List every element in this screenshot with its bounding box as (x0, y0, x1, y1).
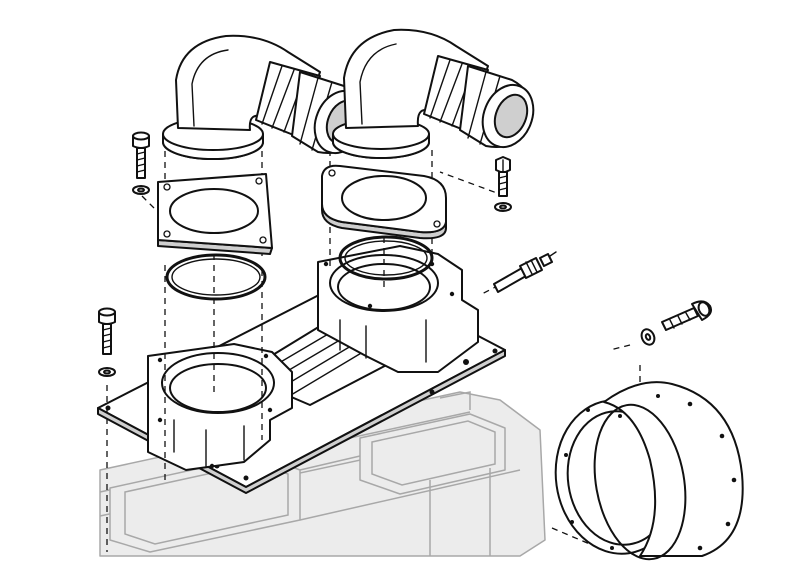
oval-flange-plate (321, 164, 447, 240)
o-ring-right (338, 235, 434, 281)
washer (132, 185, 150, 195)
intake-elbow-right (332, 28, 535, 159)
washer-right (494, 202, 512, 212)
washer-housing (640, 328, 656, 346)
socket-head-bolt-left-top (132, 131, 150, 179)
socket-head-bolt-housing (661, 300, 712, 331)
temperature-sensor (493, 251, 557, 293)
ghost-valve-cover-right (359, 413, 506, 495)
hex-bolt-right (495, 156, 511, 197)
cylindrical-housing (593, 381, 744, 561)
o-ring-left (165, 253, 267, 301)
washer-left-bottom (98, 367, 116, 377)
socket-head-bolt-left-bottom (98, 307, 116, 355)
square-flange-plate (157, 173, 273, 255)
